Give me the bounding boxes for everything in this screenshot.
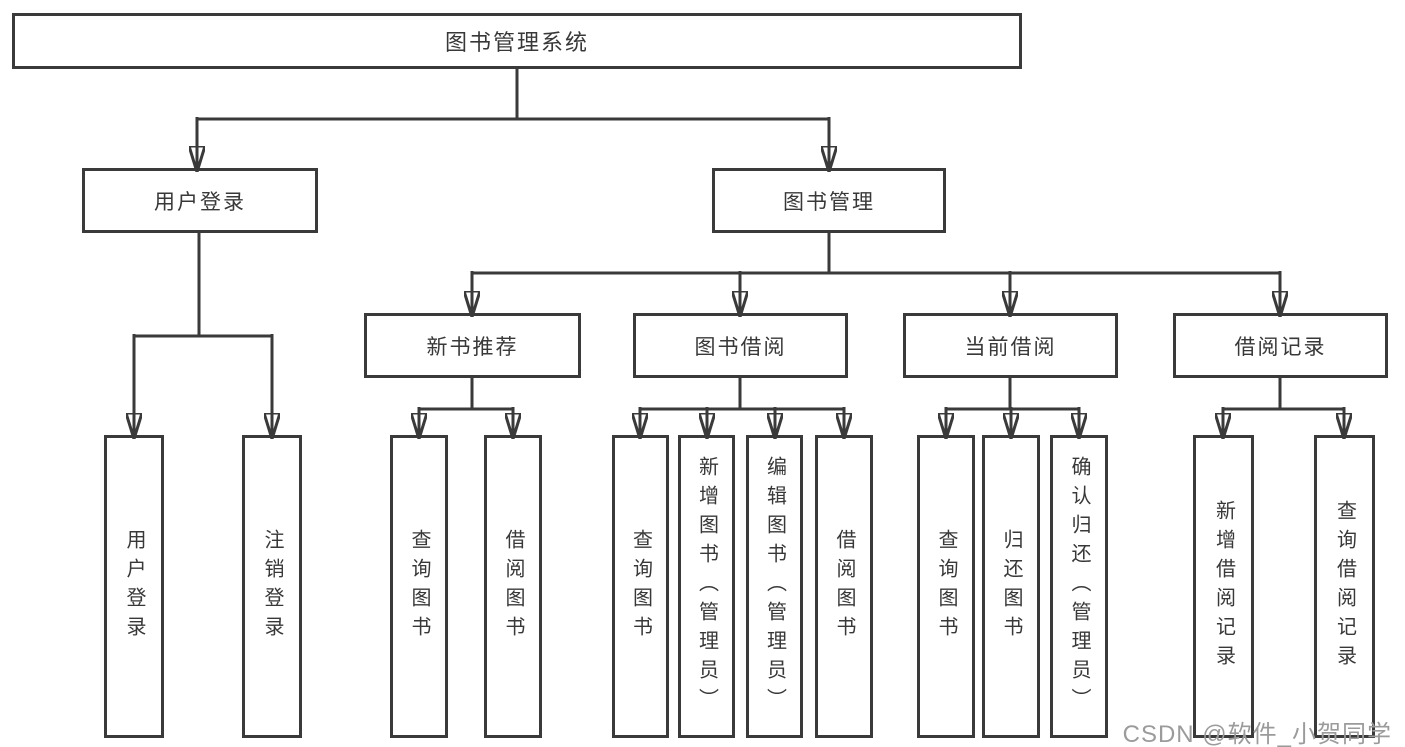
leaf-br-add-record: 新增借阅记录: [1193, 435, 1254, 738]
leaf-cb-query-book: 查询图书: [917, 435, 975, 738]
leaf-bb-borrow-book: 借阅图书: [815, 435, 873, 738]
connector-book-borrow-children: [640, 378, 844, 439]
node-borrow-record: 借阅记录: [1173, 313, 1388, 378]
leaf-bb-query-book: 查询图书: [612, 435, 669, 738]
csdn-watermark: CSDN @软件_小贺同学: [1122, 721, 1392, 747]
leaf-cb-return-book: 归还图书: [982, 435, 1040, 738]
leaf-rec-query-book: 查询图书: [390, 435, 448, 738]
connector-new-book-rec-children: [419, 378, 513, 439]
node-user-login: 用户登录: [82, 168, 318, 233]
leaf-br-query-record: 查询借阅记录: [1314, 435, 1375, 738]
node-root: 图书管理系统: [12, 13, 1022, 69]
node-new-book-rec: 新书推荐: [364, 313, 581, 378]
leaf-user-login: 用户登录: [104, 435, 164, 738]
leaf-rec-borrow-book: 借阅图书: [484, 435, 542, 738]
leaf-logout: 注销登录: [242, 435, 302, 738]
node-book-borrow: 图书借阅: [633, 313, 848, 378]
node-book-mgmt: 图书管理: [712, 168, 946, 233]
connector-user-login-children: [134, 233, 272, 439]
leaf-cb-confirm-return: 确认归还（管理员）: [1050, 435, 1108, 738]
connector-current-borrow-children: [946, 378, 1079, 439]
connector-root-to-level2: [197, 69, 829, 172]
connector-book-mgmt-children: [472, 233, 1280, 317]
connector-borrow-record-children: [1223, 378, 1344, 439]
leaf-bb-edit-book: 编辑图书（管理员）: [746, 435, 803, 738]
leaf-bb-add-book: 新增图书（管理员）: [678, 435, 735, 738]
node-current-borrow: 当前借阅: [903, 313, 1118, 378]
